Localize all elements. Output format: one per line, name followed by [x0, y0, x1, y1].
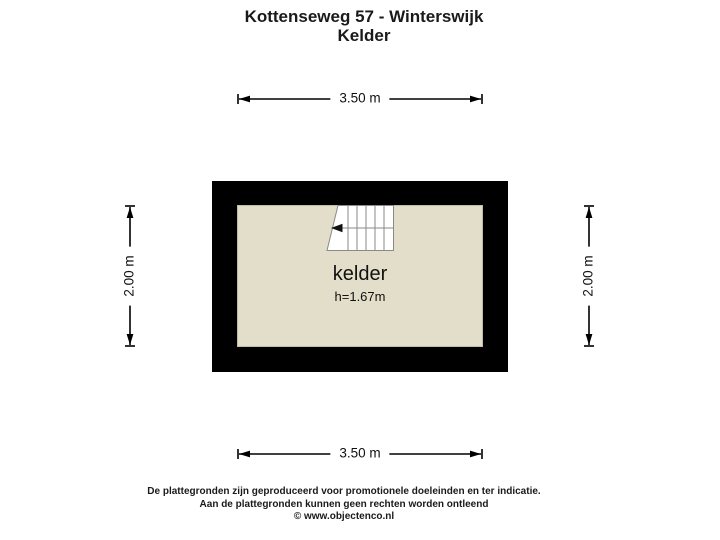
dimension-top: 3.50 m: [237, 89, 483, 109]
dimension-top-label: 3.50 m: [330, 89, 390, 109]
dimension-left-label: 2.00 m: [120, 246, 140, 306]
dimension-bottom-label: 3.50 m: [330, 444, 390, 464]
room-ceiling-height: h=1.67m: [334, 289, 386, 304]
stairs-icon: [326, 205, 394, 251]
footer-line-2: Aan de plattegronden kunnen geen rechten…: [199, 498, 489, 510]
stair-direction-left-arrow-icon: [331, 223, 343, 233]
footer-disclaimer: De plattegronden zijn geproduceerd voor …: [0, 486, 688, 524]
dimension-right-label: 2.00 m: [579, 246, 599, 306]
page-title: Kottenseweg 57 - Winterswijk: [244, 7, 484, 26]
dimension-right: 2.00 m: [579, 205, 599, 347]
footer-line-1: De plattegronden zijn geproduceerd voor …: [147, 486, 541, 497]
footer-copyright: © www.objectenco.nl: [293, 511, 395, 522]
dimension-bottom: 3.50 m: [237, 444, 483, 464]
title-block: Kottenseweg 57 - Winterswijk Kelder: [2, 7, 720, 45]
page-subtitle: Kelder: [337, 26, 391, 45]
room-kelder-floor: kelder h=1.67m: [237, 205, 483, 347]
floor-plan-walls: kelder h=1.67m: [212, 181, 508, 372]
room-name: kelder: [332, 263, 388, 285]
room-label: kelder h=1.67m: [237, 263, 483, 304]
dimension-left: 2.00 m: [120, 205, 140, 347]
